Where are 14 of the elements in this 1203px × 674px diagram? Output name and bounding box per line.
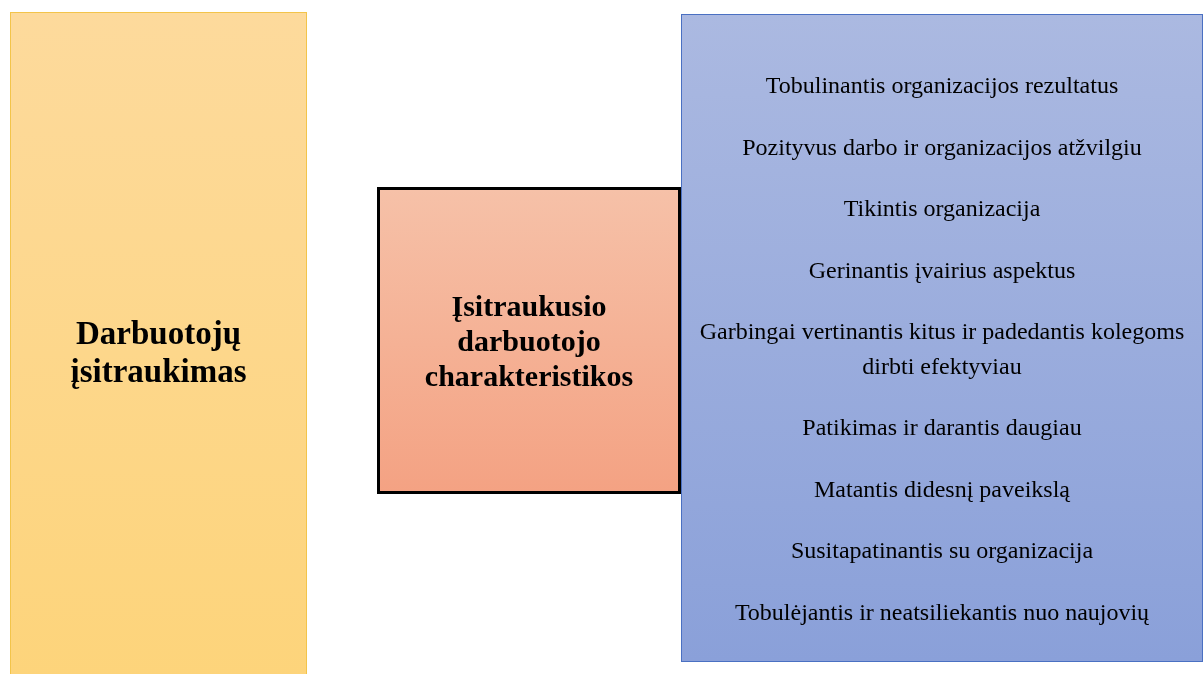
box-title: Įsitraukusio darbuotojo charakteristikos: [423, 288, 635, 393]
list-item-text: Tobulinantis organizacijos rezultatus: [765, 71, 1119, 101]
list-item-text: Tikintis organizacija: [843, 194, 1041, 224]
list-item-text: Tobulėjantis ir neatsiliekantis nuo naujovių: [734, 597, 1150, 627]
list-item-text: Patikimas ir darantis daugiau: [802, 413, 1082, 443]
engagement-box: [10, 12, 307, 674]
list-item-text: Pozityvus darbo ir organizacijos atžvilgiu: [742, 132, 1142, 162]
list-item-text: Garbingai vertinantis kitus ir padedantis kolegoms dirbti efektyviau: [698, 316, 1186, 381]
characteristics-box: [377, 187, 681, 494]
list-item-text: Susitapatinantis su organizacija: [790, 536, 1094, 566]
characteristics-list-box: [681, 14, 1203, 662]
list-item-text: Matantis didesnį paveikslą: [814, 474, 1070, 504]
box-title: Darbuotojų įsitraukimas: [69, 314, 248, 390]
list-item-text: Gerinantis įvairius aspektus: [808, 255, 1076, 285]
